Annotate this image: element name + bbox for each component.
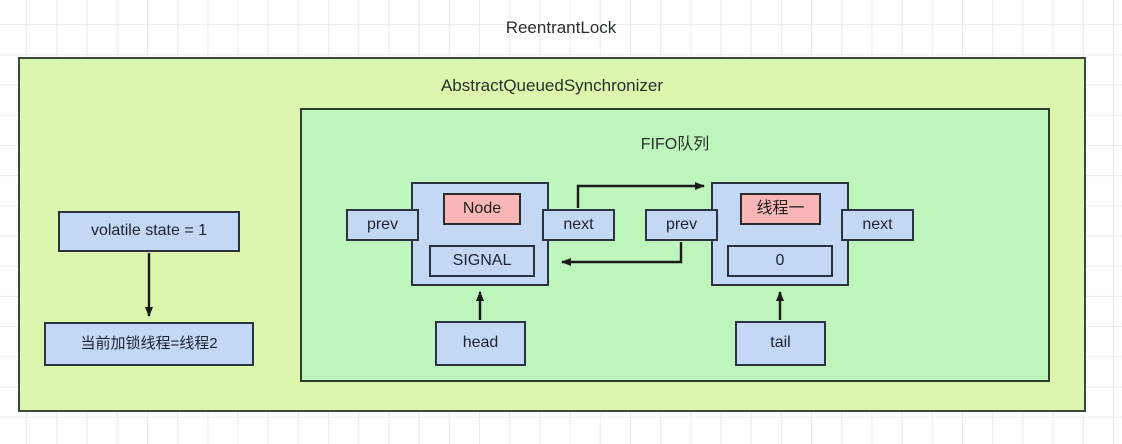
- current-lock-owner-box: 当前加锁线程=线程2: [44, 322, 254, 366]
- reentrantlock-title: ReentrantLock: [505, 18, 617, 37]
- node-1-prev-label: prev: [366, 215, 399, 233]
- node-1-next-label: next: [563, 215, 594, 233]
- head-pointer-box: head: [435, 321, 526, 366]
- tail-pointer-label: tail: [770, 334, 791, 352]
- node-2-next-label: next: [862, 215, 893, 233]
- node-1-prev-box: prev: [346, 209, 419, 241]
- node-2-prev-box: prev: [645, 209, 718, 241]
- node-2-thread-box: 线程一: [740, 193, 821, 225]
- node-1-thread-label: Node: [462, 199, 502, 217]
- node-1-thread-box: Node: [443, 193, 521, 225]
- node-2-thread-label: 线程一: [756, 199, 805, 217]
- tail-pointer-box: tail: [735, 321, 826, 366]
- node-1-next-box: next: [542, 209, 615, 241]
- aqs-title: AbstractQueuedSynchronizer: [440, 76, 664, 95]
- node-1-waitstatus-box: SIGNAL: [429, 245, 535, 277]
- fifo-queue-title: FIFO队列: [640, 136, 710, 153]
- node-2-waitstatus-box: 0: [727, 245, 833, 277]
- node-2-next-box: next: [841, 209, 914, 241]
- head-pointer-label: head: [462, 334, 499, 352]
- node-1-waitstatus-label: SIGNAL: [452, 251, 512, 269]
- node-2-waitstatus-label: 0: [775, 251, 785, 269]
- current-lock-owner-label: 当前加锁线程=线程2: [80, 335, 218, 353]
- volatile-state-box: volatile state = 1: [58, 211, 240, 252]
- volatile-state-label: volatile state = 1: [90, 222, 208, 240]
- node-2-prev-label: prev: [665, 215, 698, 233]
